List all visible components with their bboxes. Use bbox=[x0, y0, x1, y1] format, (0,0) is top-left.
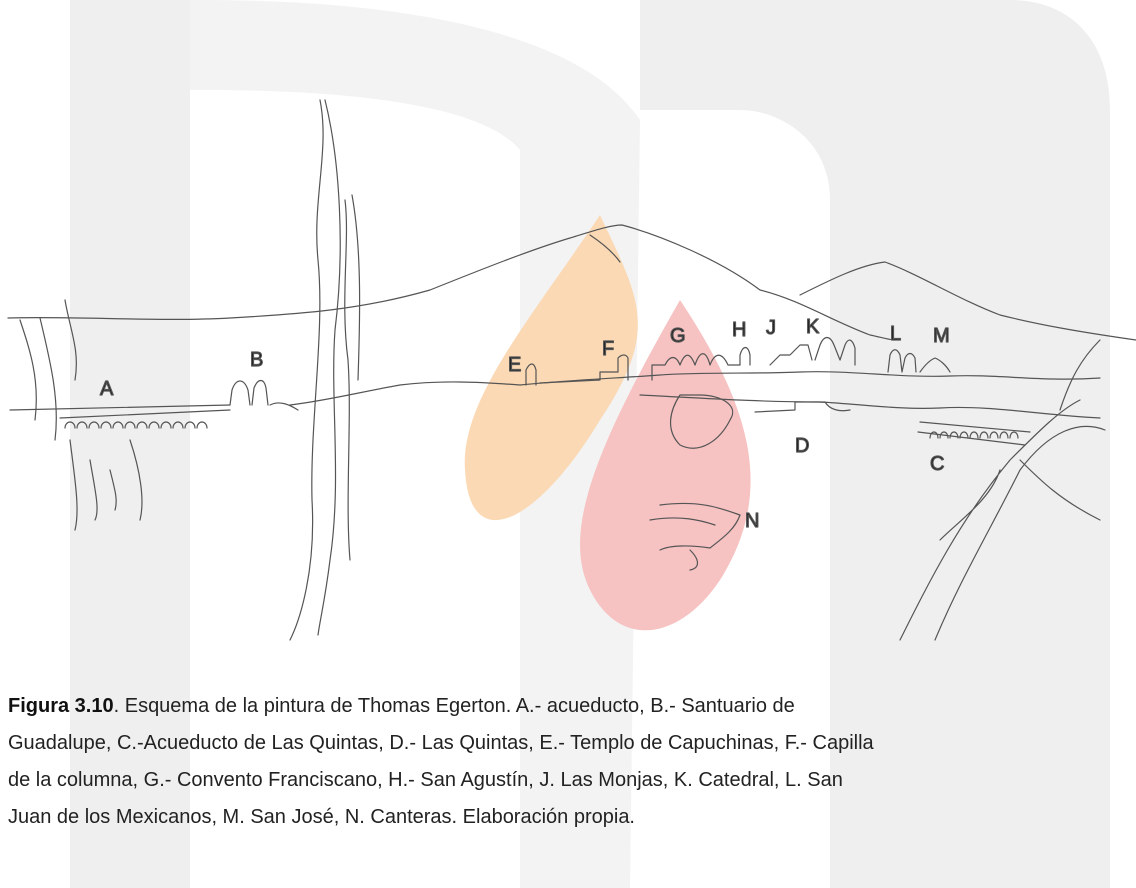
san-agustin-h bbox=[740, 348, 750, 366]
label-k: K bbox=[806, 316, 820, 338]
acueducto-quintas-c bbox=[918, 422, 1030, 445]
convento-g bbox=[652, 354, 740, 380]
aqueduct-a bbox=[10, 405, 230, 418]
figure-caption: Figura 3.10. Esquema de la pintura de Th… bbox=[0, 688, 1136, 836]
label-a: A bbox=[100, 378, 114, 400]
label-h: H bbox=[732, 319, 746, 341]
templo-capuchinas-e bbox=[526, 364, 536, 385]
tall-tree-left bbox=[290, 100, 340, 640]
santuario-b bbox=[230, 381, 298, 411]
san-juan-l bbox=[888, 350, 916, 372]
label-c: C bbox=[930, 453, 944, 475]
lower-ground-line bbox=[640, 395, 1100, 418]
aqueduct-a-arches bbox=[65, 422, 207, 428]
catedral-k bbox=[815, 338, 855, 366]
right-mountain-line bbox=[800, 262, 1136, 340]
las-monjas-j bbox=[770, 345, 812, 365]
las-quintas-garden bbox=[671, 395, 733, 448]
egerton-painting-sketch: A B C D E F G H J K L M N bbox=[0, 0, 1136, 650]
caption-line-4: Juan de los Mexicanos, M. San José, N. C… bbox=[0, 799, 1136, 836]
canteras-n bbox=[650, 503, 740, 570]
label-m: M bbox=[933, 325, 950, 347]
label-l: L bbox=[890, 323, 901, 345]
label-d: D bbox=[795, 435, 809, 457]
mountain-peak-left bbox=[590, 235, 620, 262]
san-jose-m bbox=[920, 358, 950, 372]
capilla-columna-f bbox=[540, 355, 628, 383]
label-n: N bbox=[745, 510, 759, 532]
caption-line-1: Figura 3.10. Esquema de la pintura de Th… bbox=[0, 688, 1136, 725]
caption-line-1-text: . Esquema de la pintura de Thomas Egerto… bbox=[114, 695, 795, 717]
ground-line bbox=[290, 372, 1100, 405]
label-g: G bbox=[670, 325, 686, 347]
label-b: B bbox=[250, 349, 263, 371]
figure-number: Figura 3.10 bbox=[8, 695, 114, 717]
label-j: J bbox=[766, 317, 776, 339]
right-tree bbox=[900, 340, 1105, 640]
mountain-ridge-line bbox=[8, 225, 895, 340]
tall-tree-right bbox=[345, 195, 360, 560]
caption-line-3: de la columna, G.- Convento Franciscano,… bbox=[0, 762, 1136, 799]
label-e: E bbox=[508, 354, 521, 376]
label-f: F bbox=[602, 338, 614, 360]
caption-line-2: Guadalupe, C.-Acueducto de Las Quintas, … bbox=[0, 725, 1136, 762]
